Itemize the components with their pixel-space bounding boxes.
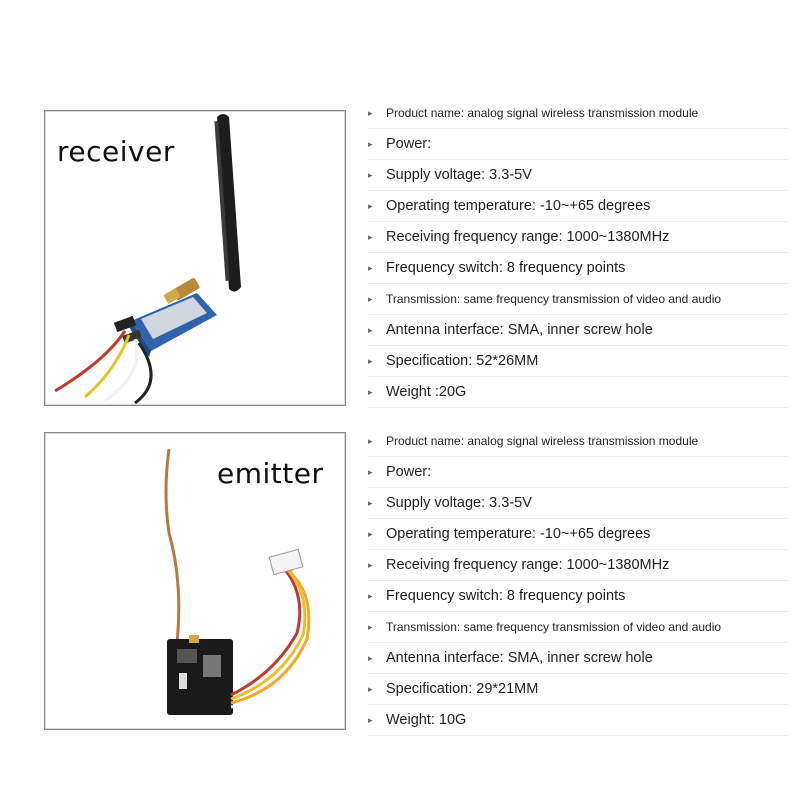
spec-row: ▸ Frequency switch: 8 frequency points — [368, 581, 788, 612]
emitter-module-image — [164, 448, 315, 715]
triangle-right-icon: ▸ — [368, 621, 373, 632]
spec-row: ▸ Receiving frequency range: 1000~1380MHz — [368, 222, 788, 253]
receiver-photo: receiver — [44, 110, 346, 406]
triangle-right-icon: ▸ — [368, 497, 373, 508]
spec-row: ▸ Specification: 52*26MM — [368, 346, 788, 377]
triangle-right-icon: ▸ — [368, 528, 373, 539]
antenna-illustration — [163, 114, 241, 304]
spec-text: Transmission: same frequency transmissio… — [386, 292, 722, 306]
emitter-section: emitter ▸Product name: analog — [0, 420, 800, 800]
spec-text: Antenna interface: SMA, inner screw hole — [386, 322, 653, 338]
spec-text: Product name: analog signal wireless tra… — [386, 434, 699, 448]
triangle-right-icon: ▸ — [368, 324, 373, 335]
triangle-right-icon: ▸ — [368, 293, 373, 304]
triangle-right-icon: ▸ — [368, 386, 373, 397]
triangle-right-icon: ▸ — [368, 590, 373, 601]
spec-text: Receiving frequency range: 1000~1380MHz — [386, 557, 670, 573]
triangle-right-icon: ▸ — [368, 714, 373, 725]
triangle-right-icon: ▸ — [368, 652, 373, 663]
spec-row: ▸ Product name: analog signal wireless tr… — [368, 98, 788, 129]
spec-text: Frequency switch: 8 frequency points — [386, 260, 626, 276]
receiver-label: receiver — [57, 135, 175, 168]
emitter-wires-illustration — [230, 563, 315, 709]
triangle-right-icon: ▸ — [368, 683, 373, 694]
wires-illustration — [54, 330, 153, 405]
spec-row: ▸ Supply voltage: 3.3-5V — [368, 488, 788, 519]
spec-row: ▸ Frequency switch: 8 frequency points — [368, 253, 788, 284]
spec-text: Weight :20G — [386, 384, 467, 400]
spec-row: ▸ Antenna interface: SMA, inner screw hol… — [368, 315, 788, 346]
spec-text: Power: — [386, 464, 432, 480]
triangle-right-icon: ▸ — [368, 231, 373, 242]
triangle-right-icon: ▸ — [368, 169, 373, 180]
spec-text: Transmission: same frequency transmissio… — [386, 620, 722, 634]
triangle-right-icon: ▸ — [368, 262, 373, 273]
spec-text: Product name: analog signal wireless tra… — [386, 106, 699, 120]
spec-text: Operating temperature: -10~+65 degrees — [386, 198, 651, 214]
spec-row: ▸ Power: — [368, 457, 788, 488]
spec-row: ▸ Supply voltage: 3.3-5V — [368, 160, 788, 191]
triangle-right-icon: ▸ — [368, 200, 373, 211]
receiver-module-image — [54, 114, 241, 405]
spec-row: ▸ Product name: analog signal wireless tr… — [368, 426, 788, 457]
receiver-spec-list: ▸ Product name: analog signal wireless tr… — [368, 98, 788, 408]
spec-row: ▸ Transmission: same frequency transmissi… — [368, 612, 788, 643]
spec-text: Power: — [386, 136, 432, 152]
triangle-right-icon: ▸ — [368, 138, 373, 149]
spec-text: Antenna interface: SMA, inner screw hole — [386, 650, 653, 666]
triangle-right-icon: ▸ — [368, 559, 373, 570]
spec-row: ▸ Antenna interface: SMA, inner screw hol… — [368, 643, 788, 674]
spec-text: Supply voltage: 3.3-5V — [386, 167, 532, 183]
emitter-board-illustration — [167, 635, 233, 715]
emitter-photo: emitter — [44, 432, 346, 730]
spec-text: Specification: 29*21MM — [386, 681, 539, 697]
triangle-right-icon: ▸ — [368, 107, 373, 118]
spec-row: ▸ Weight: 10G — [368, 705, 788, 736]
spec-row: ▸ Specification: 29*21MM — [368, 674, 788, 705]
triangle-right-icon: ▸ — [368, 355, 373, 366]
spec-row: ▸ Transmission: same frequency transmissi… — [368, 284, 788, 315]
spec-text: Operating temperature: -10~+65 degrees — [386, 526, 651, 542]
spec-text: Supply voltage: 3.3-5V — [386, 495, 532, 511]
copper-antenna-illustration — [164, 448, 181, 644]
spec-row: ▸ Weight :20G — [368, 377, 788, 408]
triangle-right-icon: ▸ — [368, 466, 373, 477]
spec-row: ▸ Receiving frequency range: 1000~1380MHz — [368, 550, 788, 581]
spec-text: Specification: 52*26MM — [386, 353, 539, 369]
spec-text: Weight: 10G — [386, 712, 467, 728]
triangle-right-icon: ▸ — [368, 435, 373, 446]
spec-row: ▸ Operating temperature: -10~+65 degrees — [368, 519, 788, 550]
connector-illustration — [268, 548, 304, 576]
spec-row: ▸ Power: — [368, 129, 788, 160]
spec-text: Frequency switch: 8 frequency points — [386, 588, 626, 604]
spec-row: ▸ Operating temperature: -10~+65 degrees — [368, 191, 788, 222]
receiver-section: receiver — [44, 98, 788, 408]
emitter-spec-list: ▸ Product name: analog signal wireless tr… — [368, 426, 788, 736]
emitter-label: emitter — [217, 457, 324, 490]
spec-text: Receiving frequency range: 1000~1380MHz — [386, 229, 670, 245]
board-illustration — [113, 293, 217, 357]
